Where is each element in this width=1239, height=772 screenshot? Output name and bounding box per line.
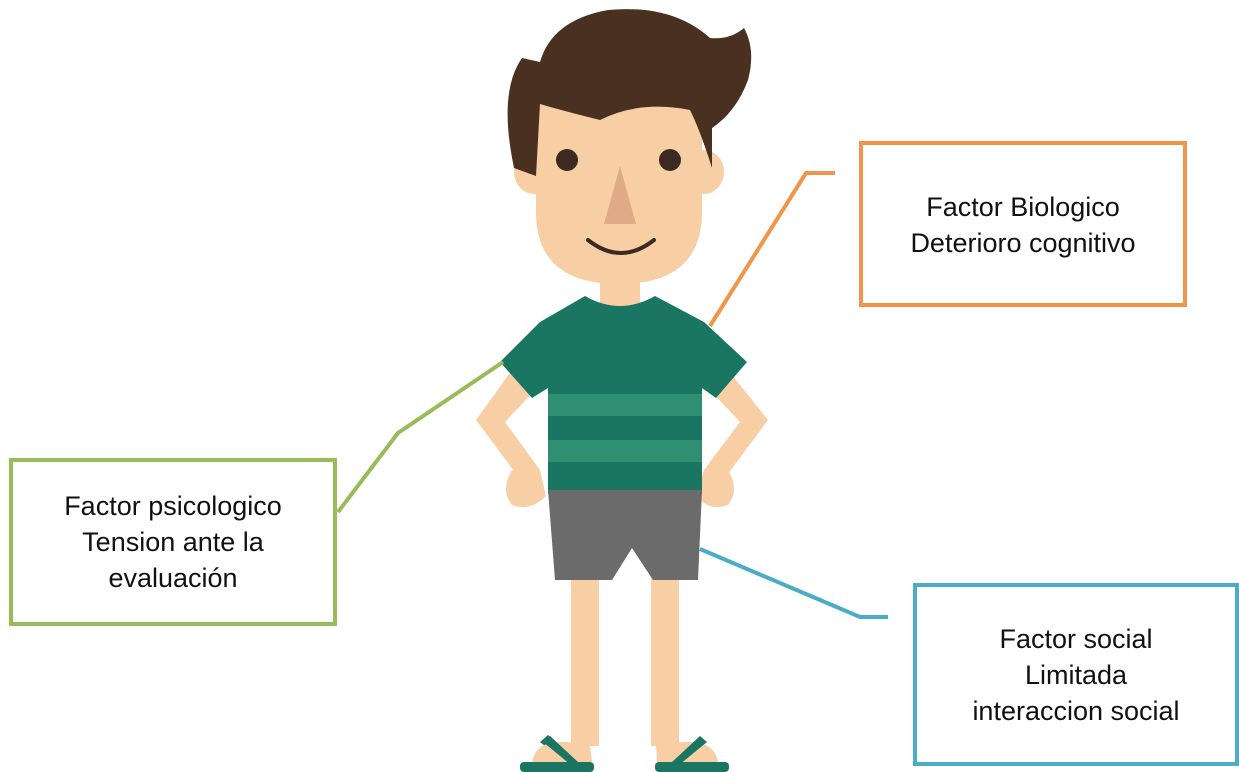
- factor-psicologico-title: Factor psicologico: [64, 491, 282, 521]
- connector-social: [699, 547, 888, 619]
- factor-biologico-title: Factor Biologico: [926, 192, 1120, 222]
- connector-psicologico: [336, 360, 505, 514]
- right-eye: [659, 149, 681, 171]
- left-sandal: [520, 735, 594, 772]
- shirt-stripe: [548, 394, 702, 416]
- factor-psicologico-detail-2: evaluación: [108, 563, 238, 593]
- left-hand: [506, 470, 546, 508]
- factor-social-detail-2: interaccion social: [972, 695, 1180, 726]
- mouth: [586, 238, 656, 255]
- left-arm: [476, 370, 540, 490]
- left-leg: [571, 578, 599, 746]
- right-sandal: [655, 736, 729, 772]
- hair: [507, 9, 752, 176]
- factor-social-detail-1: Limitada: [1024, 659, 1128, 690]
- connector-biologico: [708, 171, 835, 328]
- boy-illustration: [476, 9, 768, 772]
- factor-social-title: Factor social: [999, 623, 1153, 654]
- nose: [604, 166, 636, 224]
- factor-biologico-detail: Deterioro cognitivo: [910, 228, 1136, 258]
- factor-psicologico-box: Factor psicologico Tension ante la evalu…: [9, 458, 337, 626]
- right-leg: [651, 578, 679, 746]
- shorts: [548, 490, 702, 580]
- left-eye: [556, 149, 578, 171]
- right-hand: [696, 470, 734, 508]
- factor-biologico-box: Factor Biologico Deterioro cognitivo: [859, 141, 1187, 307]
- factor-psicologico-detail-1: Tension ante la: [82, 527, 264, 557]
- right-arm: [704, 370, 768, 490]
- factor-social-box: Factor social Limitada interaccion socia…: [913, 583, 1239, 766]
- shirt-stripe: [548, 440, 702, 462]
